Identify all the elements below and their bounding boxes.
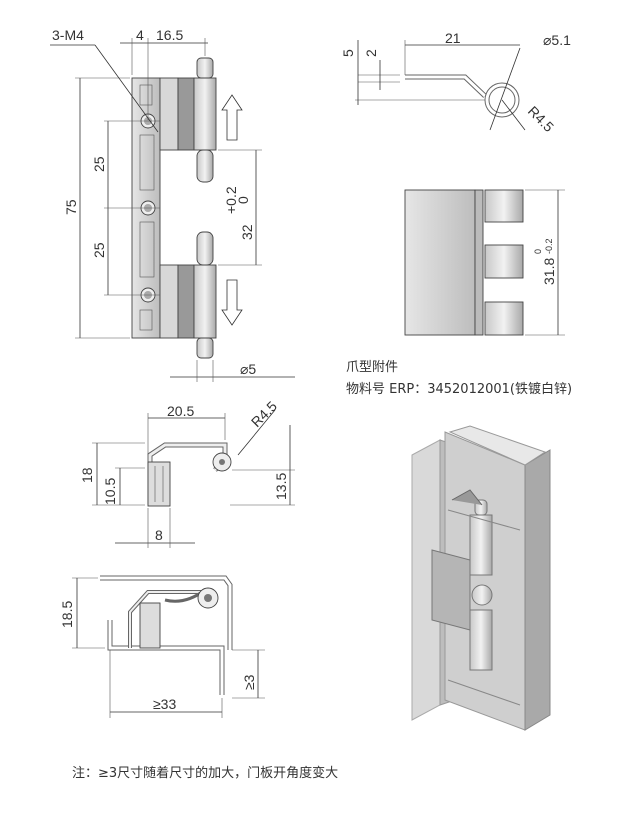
dim-spacing-1: 25	[91, 156, 107, 172]
dim-10-5: 10.5	[102, 478, 118, 505]
dim-offset: 4	[136, 27, 144, 43]
dim-min-33: ≥33	[153, 696, 176, 712]
footnote: 注：≥3尺寸随着尺寸的加大，门板开角度变大	[72, 766, 339, 781]
dim-width: 16.5	[156, 27, 183, 43]
dim-height: 75	[63, 199, 79, 215]
dim-diameter: ⌀5.1	[543, 32, 571, 48]
dim-radius: R4.5	[525, 103, 557, 135]
claw-section-view: 20.5 R4.5 18 10.5 13.5 8	[79, 398, 295, 548]
dim-min-3: ≥3	[241, 674, 257, 690]
dim-spacing-2: 25	[91, 242, 107, 258]
dim-pin-diameter: ⌀5	[240, 361, 256, 377]
accessory-erp: 物料号 ERP：3452012001(铁镀白锌)	[346, 382, 573, 397]
thread-label: 3-M4	[52, 27, 84, 43]
dim-8: 8	[155, 527, 163, 543]
dim-gap-tol-lower: 0	[235, 196, 251, 204]
hinge-front-view: 3-M4 4 16.5 75 25 25 +0.2 0 32 ⌀5	[50, 27, 295, 382]
accessory-title: 爪型附件	[346, 360, 399, 375]
hinge-3d-render	[411, 425, 551, 731]
mounted-section-view: 18.5 ≥33 ≥3	[59, 575, 265, 718]
tol-upper: 0	[533, 249, 543, 254]
tol-lower: -0.2	[544, 238, 554, 254]
dim-radius-claw: R4.5	[248, 398, 280, 430]
dim-plate-height: 31.8	[541, 258, 557, 285]
dim-18: 18	[79, 467, 95, 483]
dim-5: 5	[340, 49, 356, 57]
dim-18-5: 18.5	[59, 601, 75, 628]
dim-2: 2	[363, 49, 379, 57]
hook-side-view: 5 2 21 ⌀5.1 R4.5	[340, 30, 571, 135]
accessory-plate-view: 31.8 0 -0.2	[404, 189, 565, 336]
dim-gap: 32	[239, 224, 255, 240]
dim-21: 21	[445, 30, 461, 46]
dim-13-5: 13.5	[273, 473, 289, 500]
dim-20-5: 20.5	[167, 403, 194, 419]
dim-gap-tol-upper: +0.2	[223, 186, 239, 214]
